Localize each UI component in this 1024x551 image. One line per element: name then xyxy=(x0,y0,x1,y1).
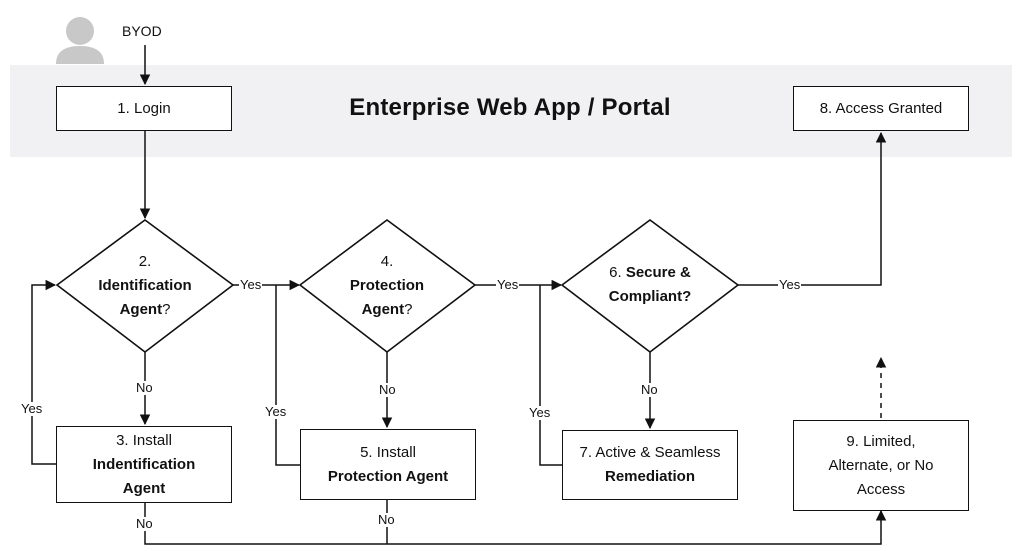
box-access-granted-text: 8. Access Granted xyxy=(819,99,943,117)
byod-label: BYOD xyxy=(122,23,162,39)
user-silhouette-icon xyxy=(56,17,104,64)
portal-title: Enterprise Web App / Portal xyxy=(349,94,671,121)
label-d2-no: No xyxy=(135,380,154,395)
box3-bold2: Agent xyxy=(122,479,166,497)
decision-6 xyxy=(560,219,740,354)
d6-prefix: 6. xyxy=(609,264,622,281)
box-install-protection: 5. Install Protection Agent xyxy=(300,429,476,500)
box7-bold1: Remediation xyxy=(604,468,695,485)
decision-6-text: 6. Secure & Compliant? xyxy=(580,261,720,309)
box-login-text: 1. Login xyxy=(117,99,171,117)
label-b5-no: No xyxy=(377,512,396,527)
d4-bold2: Agent xyxy=(361,301,405,318)
label-d4-no: No xyxy=(378,382,397,397)
d6-bold1: Secure & xyxy=(625,264,691,281)
box9-line2: Alternate, or No xyxy=(828,456,934,474)
box-login: 1. Login xyxy=(56,86,232,131)
edge-b7-yes xyxy=(539,285,562,466)
box9-line1: 9. Limited, xyxy=(846,432,916,450)
box7-line1: 7. Active & Seamless xyxy=(579,444,721,461)
d2-bold2: Agent xyxy=(119,301,163,318)
label-b7-yes: Yes xyxy=(528,405,552,420)
label-d6-yes: Yes xyxy=(778,277,802,292)
box5-bold1: Protection Agent xyxy=(327,467,449,485)
d4-prefix: 4. xyxy=(380,253,394,270)
label-b3-yes: Yes xyxy=(20,401,44,416)
d2-suffix: ? xyxy=(162,301,171,318)
decision-4-text: 4. Protection Agent? xyxy=(322,250,452,322)
box3-line1: 3. Install xyxy=(116,431,172,449)
edge-b3-yes xyxy=(31,279,57,465)
edge-b5-yes xyxy=(275,285,300,466)
box5-line1: 5. Install xyxy=(360,443,416,461)
label-d2-yes: Yes xyxy=(239,277,263,292)
d4-bold1: Protection xyxy=(349,277,425,294)
edge-d6-yes xyxy=(738,131,887,286)
box9-line3: Access xyxy=(856,480,906,498)
box3-bold1: Indentification xyxy=(92,455,196,473)
box-access-granted: 8. Access Granted xyxy=(793,86,969,131)
d2-bold1: Identification xyxy=(98,277,192,294)
box-install-identification: 3. Install Indentification Agent xyxy=(56,426,232,503)
label-d4-yes: Yes xyxy=(496,277,520,292)
decision-2 xyxy=(55,219,235,354)
decision-2-text: 2. Identification Agent? xyxy=(80,250,210,322)
box-remediation: 7. Active & Seamless Remediation xyxy=(562,430,738,500)
label-b3-no: No xyxy=(135,516,154,531)
d6-bold2: Compliant? xyxy=(608,288,692,305)
label-d6-no: No xyxy=(640,382,659,397)
d4-suffix: ? xyxy=(404,301,413,318)
label-b5-yes: Yes xyxy=(264,404,288,419)
box-limited-access: 9. Limited, Alternate, or No Access xyxy=(793,420,969,511)
d2-prefix: 2. xyxy=(138,253,152,270)
decision-4 xyxy=(298,219,477,354)
edge-no-to-b9 xyxy=(144,503,887,545)
